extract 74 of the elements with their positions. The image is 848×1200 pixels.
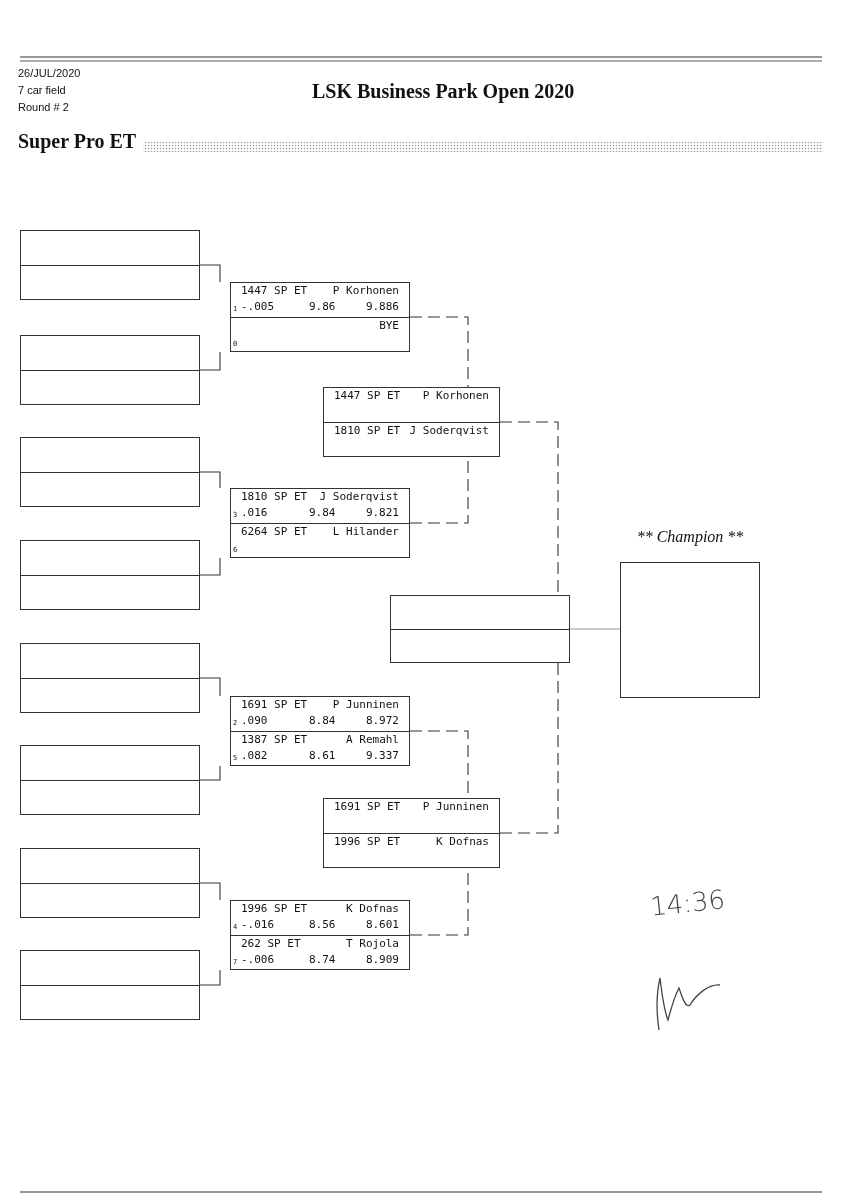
driver-name: J Soderqvist (319, 490, 399, 503)
dial-time: 8.909 (365, 953, 399, 966)
connector-line (199, 471, 221, 489)
dial-time: 9.337 (365, 749, 399, 762)
dial-time: 9.821 (365, 506, 399, 519)
connector-line (499, 662, 559, 834)
field-size-text: 7 car field (18, 84, 66, 96)
car-number: 1810 SP ET (241, 490, 308, 503)
elapsed-time: 9.84 (309, 506, 336, 519)
bracket-box (20, 230, 200, 300)
bracket-box (390, 595, 570, 663)
car-number: 1691 SP ET (334, 800, 401, 813)
page-title: LSK Business Park Open 2020 (312, 80, 575, 103)
bracket-box (230, 900, 410, 970)
elapsed-time: 8.74 (309, 953, 336, 966)
dial-time: 9.886 (365, 300, 399, 313)
car-number: 1447 SP ET (241, 284, 308, 297)
car-number: 1996 SP ET (334, 835, 401, 848)
round-text: Round # 2 (18, 101, 69, 113)
reaction-time: -.006 (241, 953, 275, 966)
elapsed-time: 8.56 (309, 918, 336, 931)
bracket-box (230, 488, 410, 558)
car-number: 6264 SP ET (241, 525, 308, 538)
elapsed-time: 8.84 (309, 714, 336, 727)
bracket-box (20, 437, 200, 507)
driver-name: P Korhonen (422, 389, 489, 402)
car-number: 262 SP ET (241, 937, 301, 950)
date-text: 26/JUL/2020 (18, 67, 81, 79)
connector-line (199, 557, 221, 576)
car-number: 1996 SP ET (241, 902, 308, 915)
driver-name: T Rojola (346, 937, 399, 950)
driver-name: L Hilander (332, 525, 399, 538)
connector-line (199, 765, 221, 781)
dial-time: 8.972 (365, 714, 399, 727)
driver-name: P Korhonen (332, 284, 399, 297)
driver-name: J Soderqvist (409, 424, 489, 437)
connector-line (199, 677, 221, 697)
driver-name: P Junninen (422, 800, 489, 813)
bracket-box (323, 798, 500, 868)
car-number: 1447 SP ET (334, 389, 401, 402)
bracket-box (20, 950, 200, 1020)
connector-line (409, 316, 469, 388)
driver-name: BYE (379, 319, 399, 332)
car-number: 1810 SP ET (334, 424, 401, 437)
elapsed-time: 9.86 (309, 300, 336, 313)
driver-name: P Junninen (332, 698, 399, 711)
champion-heading: ** Champion ** (636, 528, 744, 545)
bracket-box (323, 387, 500, 457)
connector-line (199, 882, 221, 901)
driver-name: A Remahl (346, 733, 399, 746)
connector-line (569, 628, 621, 630)
driver-name: K Dofnas (346, 902, 399, 915)
handwritten-time: 14:36 (648, 884, 727, 922)
connector-line (199, 264, 221, 283)
bracket-box (20, 540, 200, 610)
bracket-box (20, 745, 200, 815)
elapsed-time: 8.61 (309, 749, 336, 762)
reaction-time: .016 (241, 506, 268, 519)
dial-time: 8.601 (365, 918, 399, 931)
driver-name: K Dofnas (436, 835, 489, 848)
reaction-time: -.005 (241, 300, 275, 313)
connector-line (199, 351, 221, 371)
reaction-time: .082 (241, 749, 268, 762)
bracket-box (230, 282, 410, 352)
connector-line (199, 969, 221, 986)
car-number: 1387 SP ET (241, 733, 308, 746)
reaction-time: -.016 (241, 918, 275, 931)
class-heading: Super Pro ET (18, 130, 137, 153)
reaction-time: .090 (241, 714, 268, 727)
bracket-box (20, 335, 200, 405)
bracket-box (20, 643, 200, 713)
bracket-box (20, 848, 200, 918)
bracket-box (230, 696, 410, 766)
car-number: 1691 SP ET (241, 698, 308, 711)
